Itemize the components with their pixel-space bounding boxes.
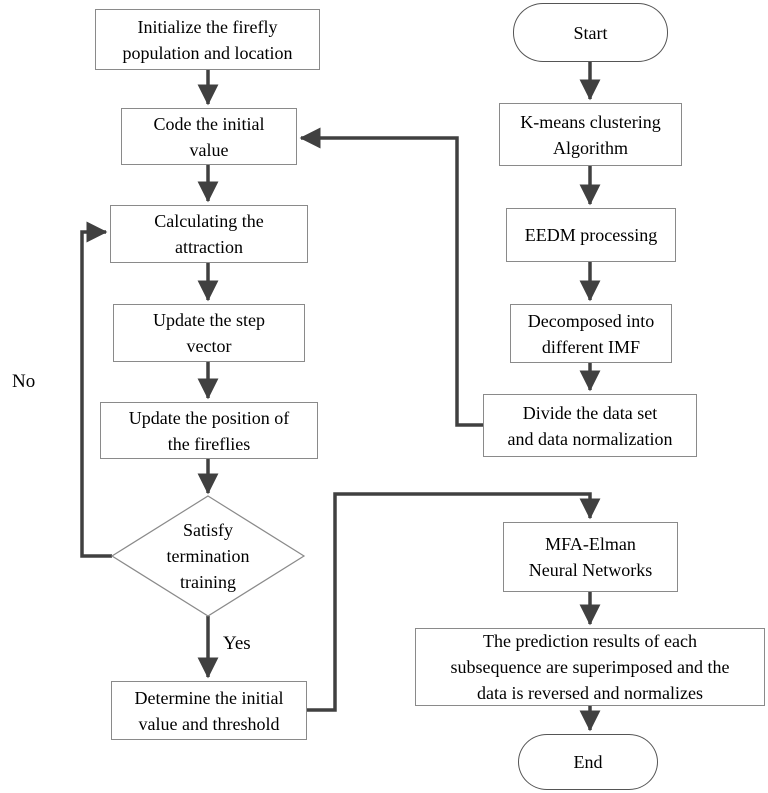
- node-calculating-attraction-label: Calculating the attraction: [154, 211, 264, 257]
- node-calculating-attraction: Calculating the attraction: [110, 205, 308, 263]
- decision-diamond-shape: [110, 495, 306, 617]
- node-update-position-label: Update the position of the fireflies: [128, 407, 290, 454]
- node-eedm-processing: EEDM processing: [506, 208, 676, 262]
- node-divide-data-set: Divide the data set and data normalizati…: [483, 394, 697, 457]
- node-start-label: Start: [573, 22, 608, 43]
- node-determine-initial-value-label: Determine the initial value and threshol…: [134, 687, 284, 734]
- node-update-step-vector: Update the step vector: [113, 304, 305, 362]
- edge-label-no: No: [12, 371, 36, 392]
- arrow-determine-to-mfa: [307, 492, 601, 712]
- node-code-initial-value: Code the initial value: [121, 108, 297, 165]
- node-decomposed-imf-label: Decomposed into different IMF: [527, 310, 655, 357]
- node-initialize-population-label: Initialize the firefly population and lo…: [122, 16, 293, 63]
- node-determine-initial-value: Determine the initial value and threshol…: [111, 681, 307, 740]
- node-start: Start: [513, 3, 668, 62]
- node-prediction-results: The prediction results of each subsequen…: [415, 628, 765, 706]
- node-divide-data-set-label: Divide the data set and data normalizati…: [507, 402, 673, 449]
- node-update-position: Update the position of the fireflies: [100, 402, 318, 459]
- node-eedm-processing-label: EEDM processing: [524, 225, 658, 245]
- node-mfa-elman-networks: MFA-Elman Neural Networks: [503, 522, 678, 592]
- node-end: End: [518, 734, 658, 790]
- arrow-decision-no-loop-to-attraction: [80, 221, 112, 558]
- node-prediction-results-label: The prediction results of each subsequen…: [450, 631, 730, 703]
- arrow-divide-to-code: [299, 127, 483, 427]
- node-initialize-population: Initialize the firefly population and lo…: [95, 9, 320, 70]
- node-decision-satisfy-termination: Satisfy termination training: [133, 517, 283, 595]
- node-mfa-elman-networks-label: MFA-Elman Neural Networks: [528, 534, 653, 580]
- node-end-label: End: [573, 752, 603, 772]
- node-kmeans-clustering-label: K-means clustering Algorithm: [520, 111, 661, 158]
- node-code-initial-value-label: Code the initial value: [153, 113, 265, 160]
- node-decomposed-imf: Decomposed into different IMF: [510, 304, 672, 363]
- node-decision-label: Satisfy termination training: [166, 520, 250, 592]
- node-update-step-vector-label: Update the step vector: [153, 310, 265, 356]
- edge-label-yes: Yes: [223, 633, 251, 654]
- node-kmeans-clustering: K-means clustering Algorithm: [499, 103, 682, 166]
